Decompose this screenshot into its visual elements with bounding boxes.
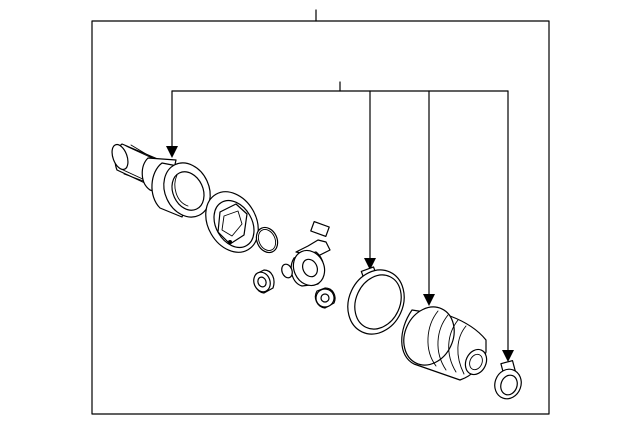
hose-clamp-icon bbox=[347, 266, 405, 335]
arrow-head-icon bbox=[423, 294, 435, 306]
circlip-icon bbox=[255, 226, 279, 254]
arrow-head-icon bbox=[502, 350, 514, 362]
bellows-boot-icon bbox=[401, 306, 488, 381]
diagram-frame bbox=[91, 20, 550, 415]
arrow-head-icon bbox=[364, 258, 376, 270]
callout-bracket bbox=[166, 81, 514, 362]
hose-clamp-icon bbox=[494, 360, 522, 400]
arrow-head-icon bbox=[166, 146, 178, 158]
ball-bearing-icon bbox=[314, 287, 336, 309]
bearing-cage-icon bbox=[205, 191, 259, 253]
inner-race-icon bbox=[281, 220, 331, 287]
bushing-icon bbox=[253, 269, 275, 294]
cv-joint-housing-icon bbox=[111, 143, 211, 218]
